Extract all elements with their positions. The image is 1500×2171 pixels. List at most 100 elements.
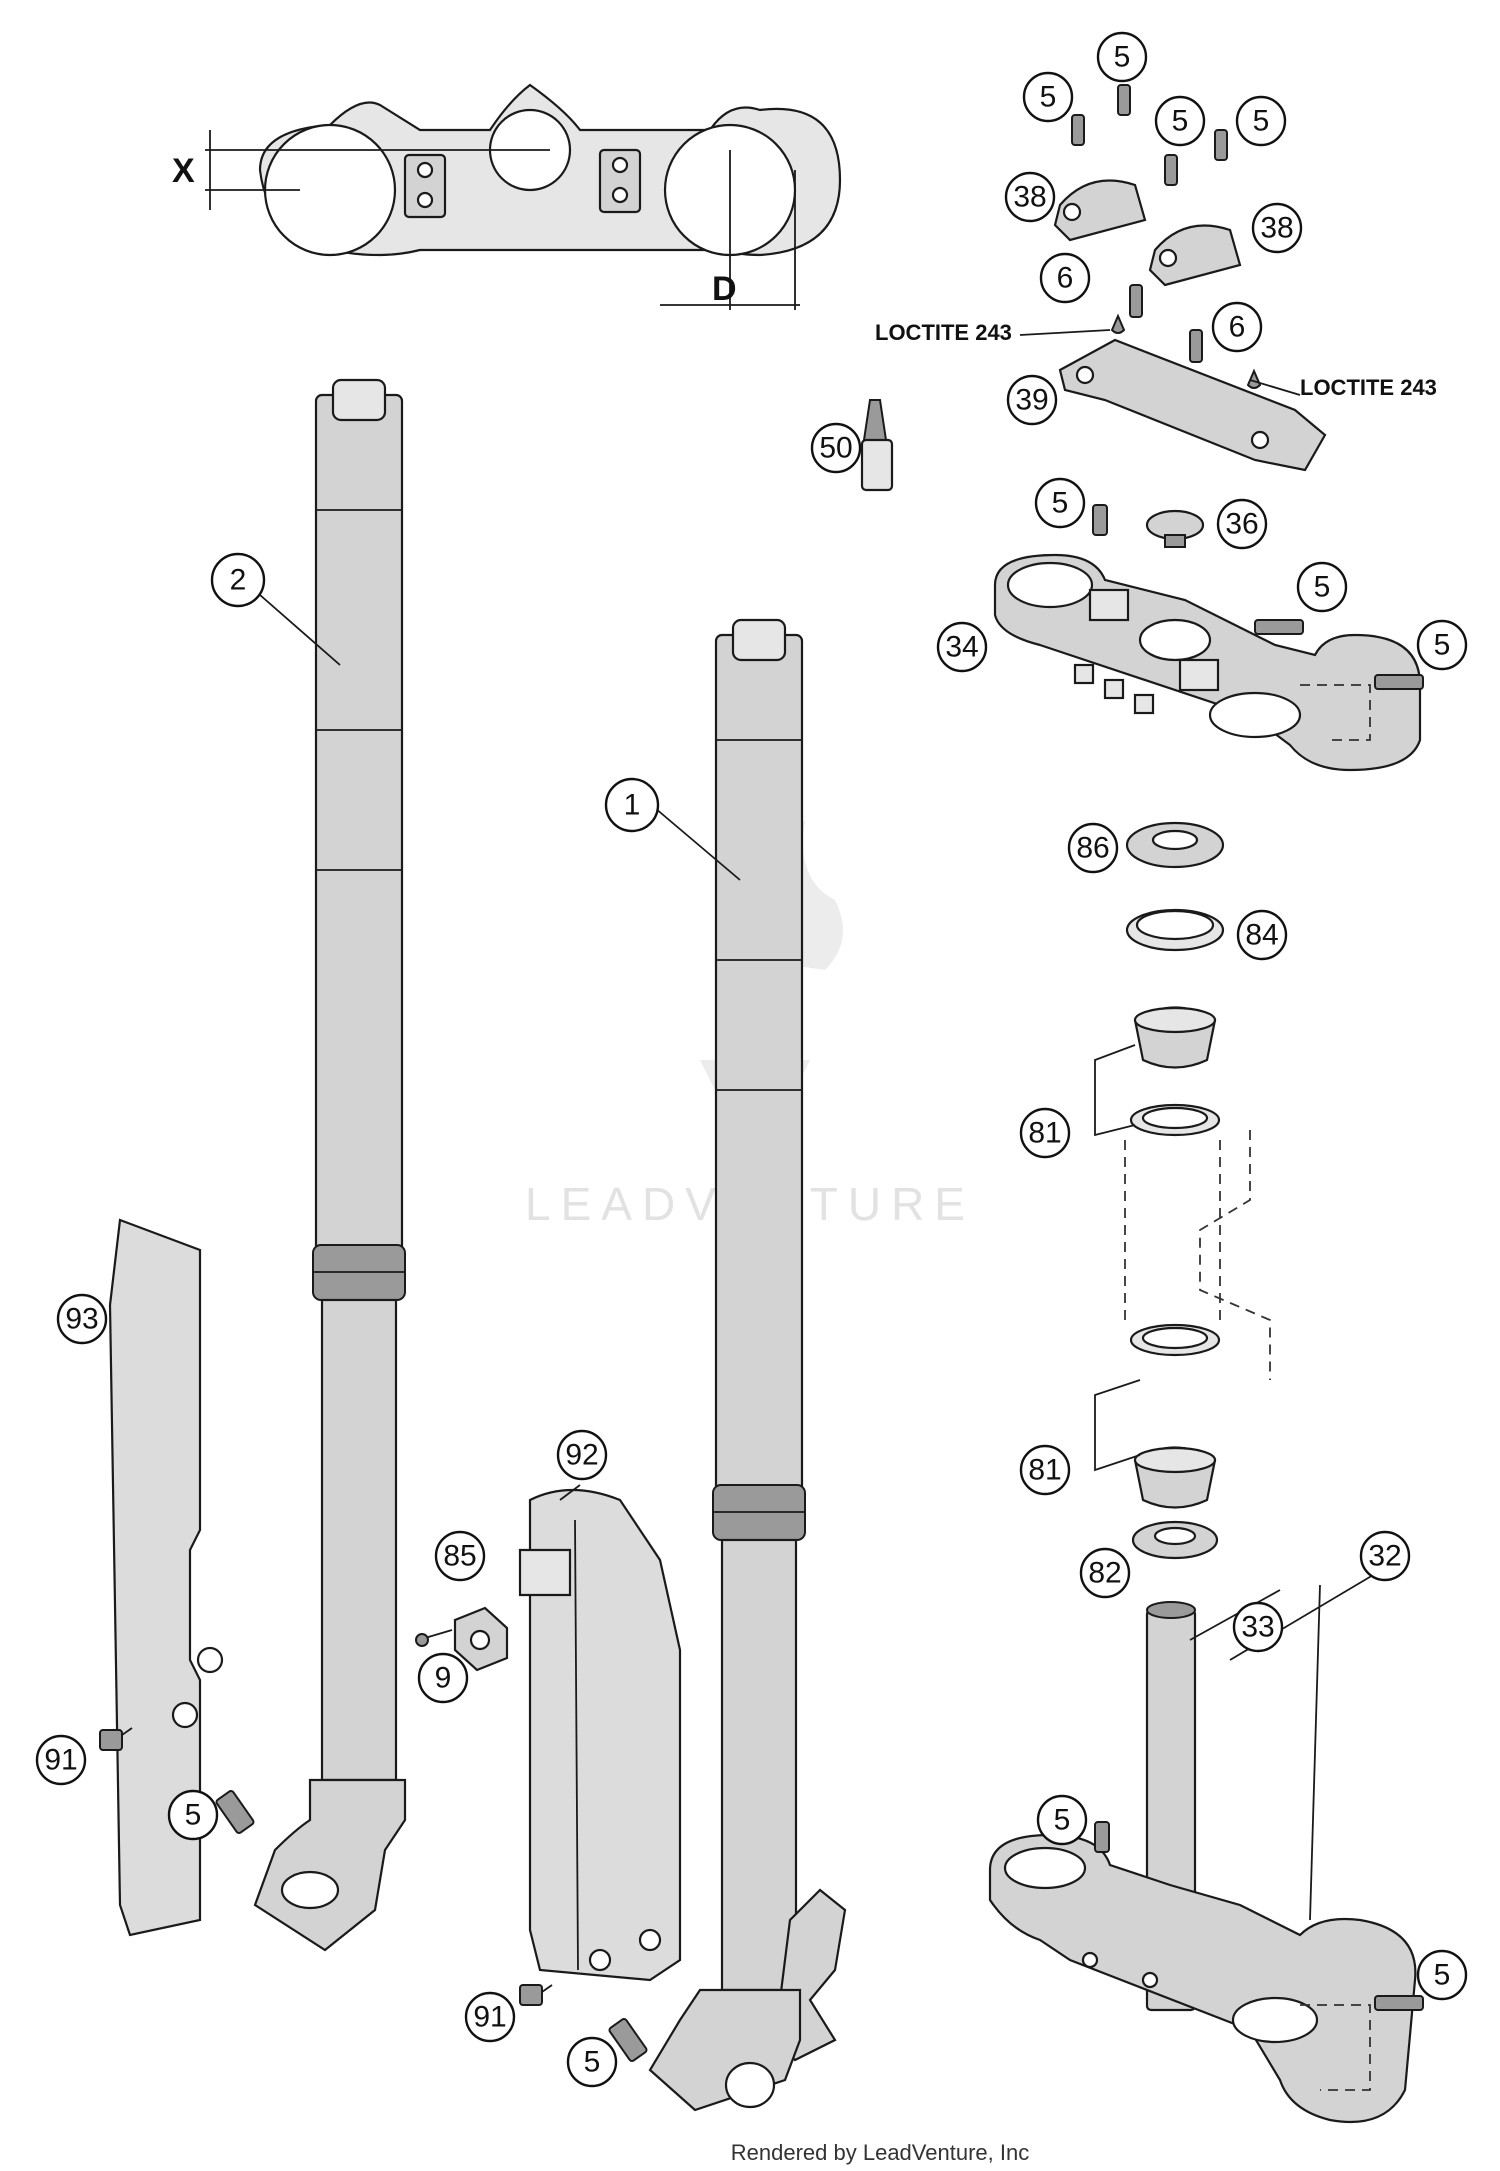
svg-text:85: 85 (443, 1540, 476, 1573)
callout-32: 32 (1359, 1530, 1411, 1582)
bearing-81-lower (1129, 1323, 1221, 1509)
bearing-81-upper (1129, 1006, 1221, 1137)
svg-text:5: 5 (185, 1799, 202, 1832)
handlebar-clamp-39 (1058, 338, 1327, 472)
callout-5-top-1: 5 (1022, 71, 1074, 123)
callout-1: 1 (604, 777, 660, 833)
upper-triple-clamp-34 (993, 553, 1422, 772)
fork-guard-93 (108, 1218, 224, 1937)
callout-84: 84 (1236, 909, 1288, 961)
svg-text:92: 92 (565, 1439, 598, 1472)
screws-5-upper-clamp (1092, 504, 1424, 741)
handlebar-clamp-38-left (1053, 179, 1147, 242)
svg-text:2: 2 (230, 564, 247, 597)
svg-text:38: 38 (1260, 212, 1293, 245)
screw-91-center (519, 1984, 553, 2006)
svg-text:81: 81 (1028, 1117, 1061, 1150)
callout-6-left: 6 (1039, 252, 1091, 304)
callout-5-upper-clamp-side: 5 (1296, 561, 1348, 613)
svg-text:82: 82 (1088, 1557, 1121, 1590)
callout-5-top-3: 5 (1154, 95, 1206, 147)
dimension-x-label: X (172, 152, 195, 190)
screws-5-lower-clamp (1094, 1821, 1424, 2091)
callouts: 2 1 5 5 5 5 38 38 6 6 39 50 5 36 5 5 34 … (35, 31, 1468, 2088)
svg-text:5: 5 (1314, 571, 1331, 604)
svg-text:93: 93 (65, 1303, 98, 1336)
bearing-81-upper-bracket (1094, 1044, 1136, 1137)
callout-39: 39 (1006, 374, 1058, 426)
dust-seal-86 (1125, 821, 1225, 869)
screw-5-center-leg (608, 2018, 648, 2062)
callout-5-left-leg: 5 (167, 1789, 219, 1841)
svg-text:5: 5 (1253, 105, 1270, 138)
svg-text:38: 38 (1013, 181, 1046, 214)
callout-6-right: 6 (1211, 301, 1263, 353)
fork-leg-2 (253, 378, 407, 1952)
callout-34: 34 (936, 621, 988, 673)
callout-5-center-leg: 5 (566, 2036, 618, 2088)
callout-33: 33 (1232, 1601, 1284, 1653)
leader-lines (259, 329, 1391, 1971)
callout-85: 85 (434, 1530, 486, 1582)
callout-81-upper: 81 (1019, 1107, 1071, 1159)
svg-text:5: 5 (1172, 105, 1189, 138)
svg-text:34: 34 (945, 631, 978, 664)
bearing-81-lower-bracket (1094, 1379, 1141, 1472)
callout-9: 9 (417, 1652, 469, 1704)
callout-93: 93 (56, 1293, 108, 1345)
svg-text:39: 39 (1015, 384, 1048, 417)
svg-text:6: 6 (1057, 262, 1074, 295)
screw-91-left (99, 1727, 133, 1751)
callout-81-lower: 81 (1019, 1444, 1071, 1496)
svg-text:91: 91 (473, 2001, 506, 2034)
screws-5-top (1071, 84, 1228, 186)
loctite-bottle-50 (860, 399, 894, 492)
svg-text:5: 5 (1434, 1959, 1451, 1992)
svg-text:32: 32 (1368, 1540, 1401, 1573)
handlebar-clamp-38-right (1148, 224, 1242, 287)
screw-9 (415, 1629, 453, 1647)
callout-86: 86 (1067, 822, 1119, 874)
callout-5-top-2: 5 (1096, 31, 1148, 83)
svg-text:6: 6 (1229, 311, 1246, 344)
callout-5-upper-clamp-screw: 5 (1034, 477, 1086, 529)
callout-92: 92 (556, 1429, 608, 1481)
callout-91-center: 91 (464, 1991, 516, 2043)
svg-text:5: 5 (1434, 629, 1451, 662)
svg-text:5: 5 (584, 2046, 601, 2079)
callout-5-lower-clamp-pinch: 5 (1416, 1949, 1468, 2001)
fork-leg-1 (648, 618, 847, 2112)
callout-91-left: 91 (35, 1734, 87, 1786)
svg-text:5: 5 (1040, 81, 1057, 114)
svg-text:5: 5 (1114, 41, 1131, 74)
o-ring-84 (1125, 908, 1225, 952)
callout-36: 36 (1216, 498, 1268, 550)
dimension-d-label: D (712, 270, 737, 308)
svg-text:50: 50 (819, 432, 852, 465)
seal-82 (1131, 1520, 1219, 1560)
brake-line-clamp-85 (453, 1606, 509, 1672)
loctite-note-right: LOCTITE 243 (1300, 375, 1437, 400)
svg-text:33: 33 (1241, 1611, 1274, 1644)
callout-38-left: 38 (1004, 171, 1056, 223)
svg-text:5: 5 (1052, 487, 1069, 520)
callout-5-top-4: 5 (1235, 95, 1287, 147)
callout-82: 82 (1079, 1547, 1131, 1599)
svg-text:84: 84 (1245, 919, 1278, 952)
svg-text:5: 5 (1054, 1804, 1071, 1837)
svg-text:91: 91 (44, 1744, 77, 1777)
svg-text:1: 1 (624, 789, 641, 822)
screws-6 (1110, 284, 1262, 389)
loctite-note-left: LOCTITE 243 (875, 320, 1012, 345)
fork-guard-92 (518, 1488, 682, 1982)
callout-5-upper-clamp-pinch: 5 (1416, 619, 1468, 671)
steering-head-outline (1124, 1130, 1271, 1380)
callout-38-right: 38 (1251, 202, 1303, 254)
callout-5-lower-clamp-screw: 5 (1036, 1794, 1088, 1846)
steering-nut-36 (1145, 509, 1205, 548)
screw-5-left-leg (215, 1790, 255, 1834)
lower-triple-clamp-32 (988, 1601, 1417, 2124)
callout-2: 2 (210, 552, 266, 608)
footer-credit: Rendered by LeadVenture, Inc (731, 2140, 1029, 2165)
